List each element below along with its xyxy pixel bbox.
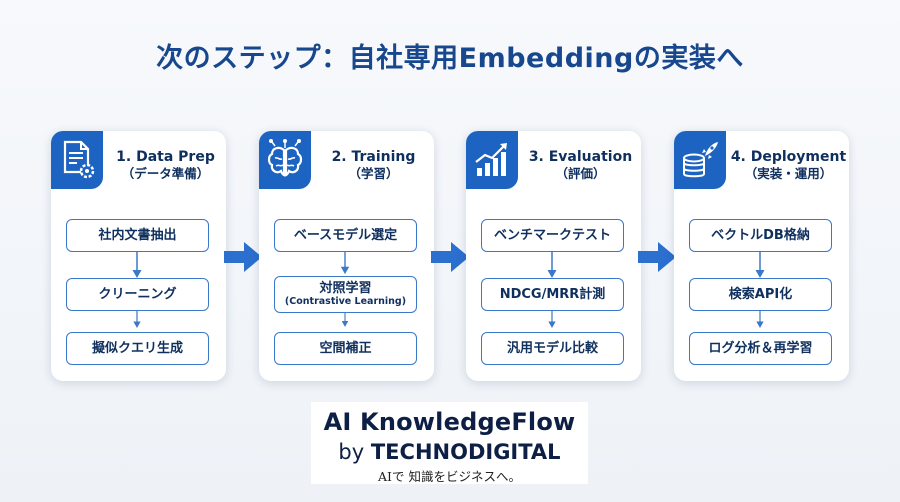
down-connector-arrow	[547, 252, 557, 278]
down-connector-arrow	[340, 252, 350, 275]
step-box: 社内文書抽出	[66, 219, 209, 252]
down-connector-arrow	[132, 252, 142, 278]
stage-title: 1. Data Prep	[116, 149, 215, 165]
logo-product-name: AI KnowledgeFlow	[323, 408, 576, 436]
down-connector-arrow	[756, 311, 764, 328]
step-label: ベクトルDB格納	[711, 228, 810, 243]
logo-company: TECHNODIGITAL	[370, 440, 561, 464]
stage-subtitle: （学習）	[348, 166, 399, 181]
stage-card-deployment: 4. Deployment （実装・運用） ベクトルDB格納 検索API化 ログ…	[674, 131, 849, 381]
step-box: ベクトルDB格納	[689, 219, 832, 252]
right-arrow-icon	[638, 242, 676, 272]
down-connector-arrow	[341, 313, 349, 327]
step-box: 対照学習 (Contrastive Learning)	[274, 276, 417, 313]
brand-logo: AI KnowledgeFlow by TECHNODIGITAL AIで 知識…	[311, 402, 588, 484]
step-label: クリーニング	[98, 287, 177, 302]
stage-card-data-prep: 1. Data Prep （データ準備） 社内文書抽出 クリーニング 擬似クエリ…	[51, 131, 226, 381]
brain-network-icon	[259, 131, 311, 189]
step-label: 空間補正	[319, 341, 372, 356]
stage-subtitle: （実装・運用）	[744, 166, 833, 181]
step-box: ベースモデル選定	[274, 219, 417, 252]
stage-title: 3. Evaluation	[528, 149, 633, 165]
step-box: 擬似クエリ生成	[66, 332, 209, 365]
stage-title: 4. Deployment	[730, 149, 847, 165]
step-label: ログ分析＆再学習	[708, 341, 813, 356]
logo-by: by	[338, 440, 365, 464]
right-arrow-icon	[224, 242, 262, 272]
stage-card-evaluation: 3. Evaluation （評価） ベンチマークテスト NDCG/MRR計測 …	[466, 131, 641, 381]
stage-header: 2. Training （学習）	[259, 131, 434, 197]
logo-company-line: by TECHNODIGITAL	[311, 440, 588, 464]
stage-header: 3. Evaluation （評価）	[466, 131, 641, 197]
step-label: ベースモデル選定	[293, 228, 398, 243]
step-label: ベンチマークテスト	[493, 228, 611, 243]
document-gear-icon	[51, 131, 103, 189]
logo-tagline: AIで 知識をビジネスへ。	[378, 469, 521, 484]
stage-subtitle: （評価）	[555, 166, 606, 181]
step-box: 汎用モデル比較	[481, 332, 624, 365]
step-box: クリーニング	[66, 278, 209, 311]
bar-chart-icon	[466, 131, 518, 189]
stage-subtitle: （データ準備）	[121, 166, 210, 181]
stage-title: 2. Training	[331, 149, 416, 165]
step-label: 汎用モデル比較	[506, 341, 598, 356]
stage-card-training: 2. Training （学習） ベースモデル選定 対照学習 (Contrast…	[259, 131, 434, 381]
step-label: 社内文書抽出	[98, 228, 177, 243]
down-connector-arrow	[548, 311, 556, 328]
step-box: ログ分析＆再学習	[689, 332, 832, 365]
step-box: ベンチマークテスト	[481, 219, 624, 252]
page-title: 次のステップ：自社専用Embeddingの実装へ	[156, 43, 744, 74]
down-connector-arrow	[755, 252, 765, 278]
down-connector-arrow	[133, 311, 141, 328]
stage-header: 4. Deployment （実装・運用）	[674, 131, 849, 197]
step-box: 検索API化	[689, 278, 832, 311]
step-sublabel: (Contrastive Learning)	[284, 296, 407, 307]
database-rocket-icon	[674, 131, 726, 189]
step-label: 擬似クエリ生成	[91, 341, 183, 356]
step-box: 空間補正	[274, 332, 417, 365]
step-box: NDCG/MRR計測	[481, 278, 624, 311]
step-label: NDCG/MRR計測	[499, 287, 606, 302]
step-label: 対照学習	[319, 281, 372, 296]
stage-header: 1. Data Prep （データ準備）	[51, 131, 226, 197]
step-label: 検索API化	[728, 287, 793, 302]
right-arrow-icon	[431, 242, 469, 272]
